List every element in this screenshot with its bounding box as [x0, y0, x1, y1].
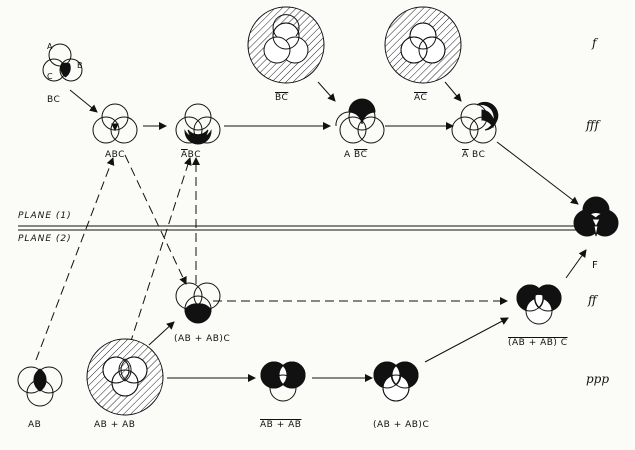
dynamic-row-3: ff: [588, 293, 597, 307]
label-a-not-bc-pre: A: [344, 150, 351, 160]
label-ab-xor-c-mid: (AB + AB)C: [174, 334, 231, 344]
label-a-not-bc: A BC: [344, 150, 367, 160]
label-not-a-bc-pre: A: [181, 150, 188, 160]
dynamic-row-2: fff: [586, 118, 599, 132]
label-not-a-bc: ABC: [181, 150, 201, 160]
venn-ab-xor-c-mid: [175, 282, 221, 324]
label-abc: ABC: [105, 150, 125, 160]
set-letter-c: C: [47, 72, 54, 81]
plane-1-label: PLANE (1): [18, 211, 72, 221]
dynamic-row-4: ppp: [586, 372, 610, 386]
venn-a-not-bc: [335, 98, 385, 144]
plane-2-label: PLANE (2): [18, 234, 72, 244]
label-not-bc-top: BC: [275, 93, 289, 103]
venn-ab: [17, 366, 63, 407]
venn-not-ab-plus-not-ab: [260, 361, 306, 402]
venn-not-a-b-not-c: [451, 101, 499, 144]
venn-not-a-bc: [175, 103, 221, 145]
label-not-ac-top: AC: [414, 93, 428, 103]
label-not-ab-plus-not-ab-c: (AB + AB)C: [373, 420, 430, 430]
label-not-a-b-not-c: A BC: [462, 150, 485, 160]
label-a-not-bc-post: BC: [354, 150, 368, 160]
set-letter-a: A: [47, 42, 53, 51]
venn-not-ab-plus-not-ab-c: [373, 361, 419, 402]
venn-bc: [42, 43, 83, 82]
label-bc: BC: [47, 95, 61, 105]
venn-f: [573, 196, 619, 237]
plane-separator: [18, 225, 585, 231]
venn-not-ac: [384, 6, 462, 84]
label-not-a-b-not-c-post: BC: [472, 150, 486, 160]
label-ab: AB: [28, 420, 42, 430]
venn-ab-plus-not-ab: [86, 338, 164, 416]
dashed-arrows: [35, 154, 508, 361]
venn-not-bc: [247, 6, 325, 84]
label-ab-plus-not-ab: AB + AB: [94, 420, 136, 430]
label-not-a-b-not-c-pre: A: [462, 150, 469, 160]
label-not-ab-plus-not-ab: AB + AB: [260, 420, 302, 430]
label-ab-xor-c-right: (AB + AB) C: [508, 338, 568, 348]
label-not-a-bc-post: BC: [187, 150, 201, 160]
dynamic-row-1: f: [592, 36, 597, 50]
solid-arrows: [69, 81, 587, 382]
label-f: F: [592, 260, 599, 271]
venn-abc: [92, 103, 138, 144]
set-letter-b: B: [77, 61, 83, 70]
venn-ab-xor-c-right: [516, 284, 562, 325]
